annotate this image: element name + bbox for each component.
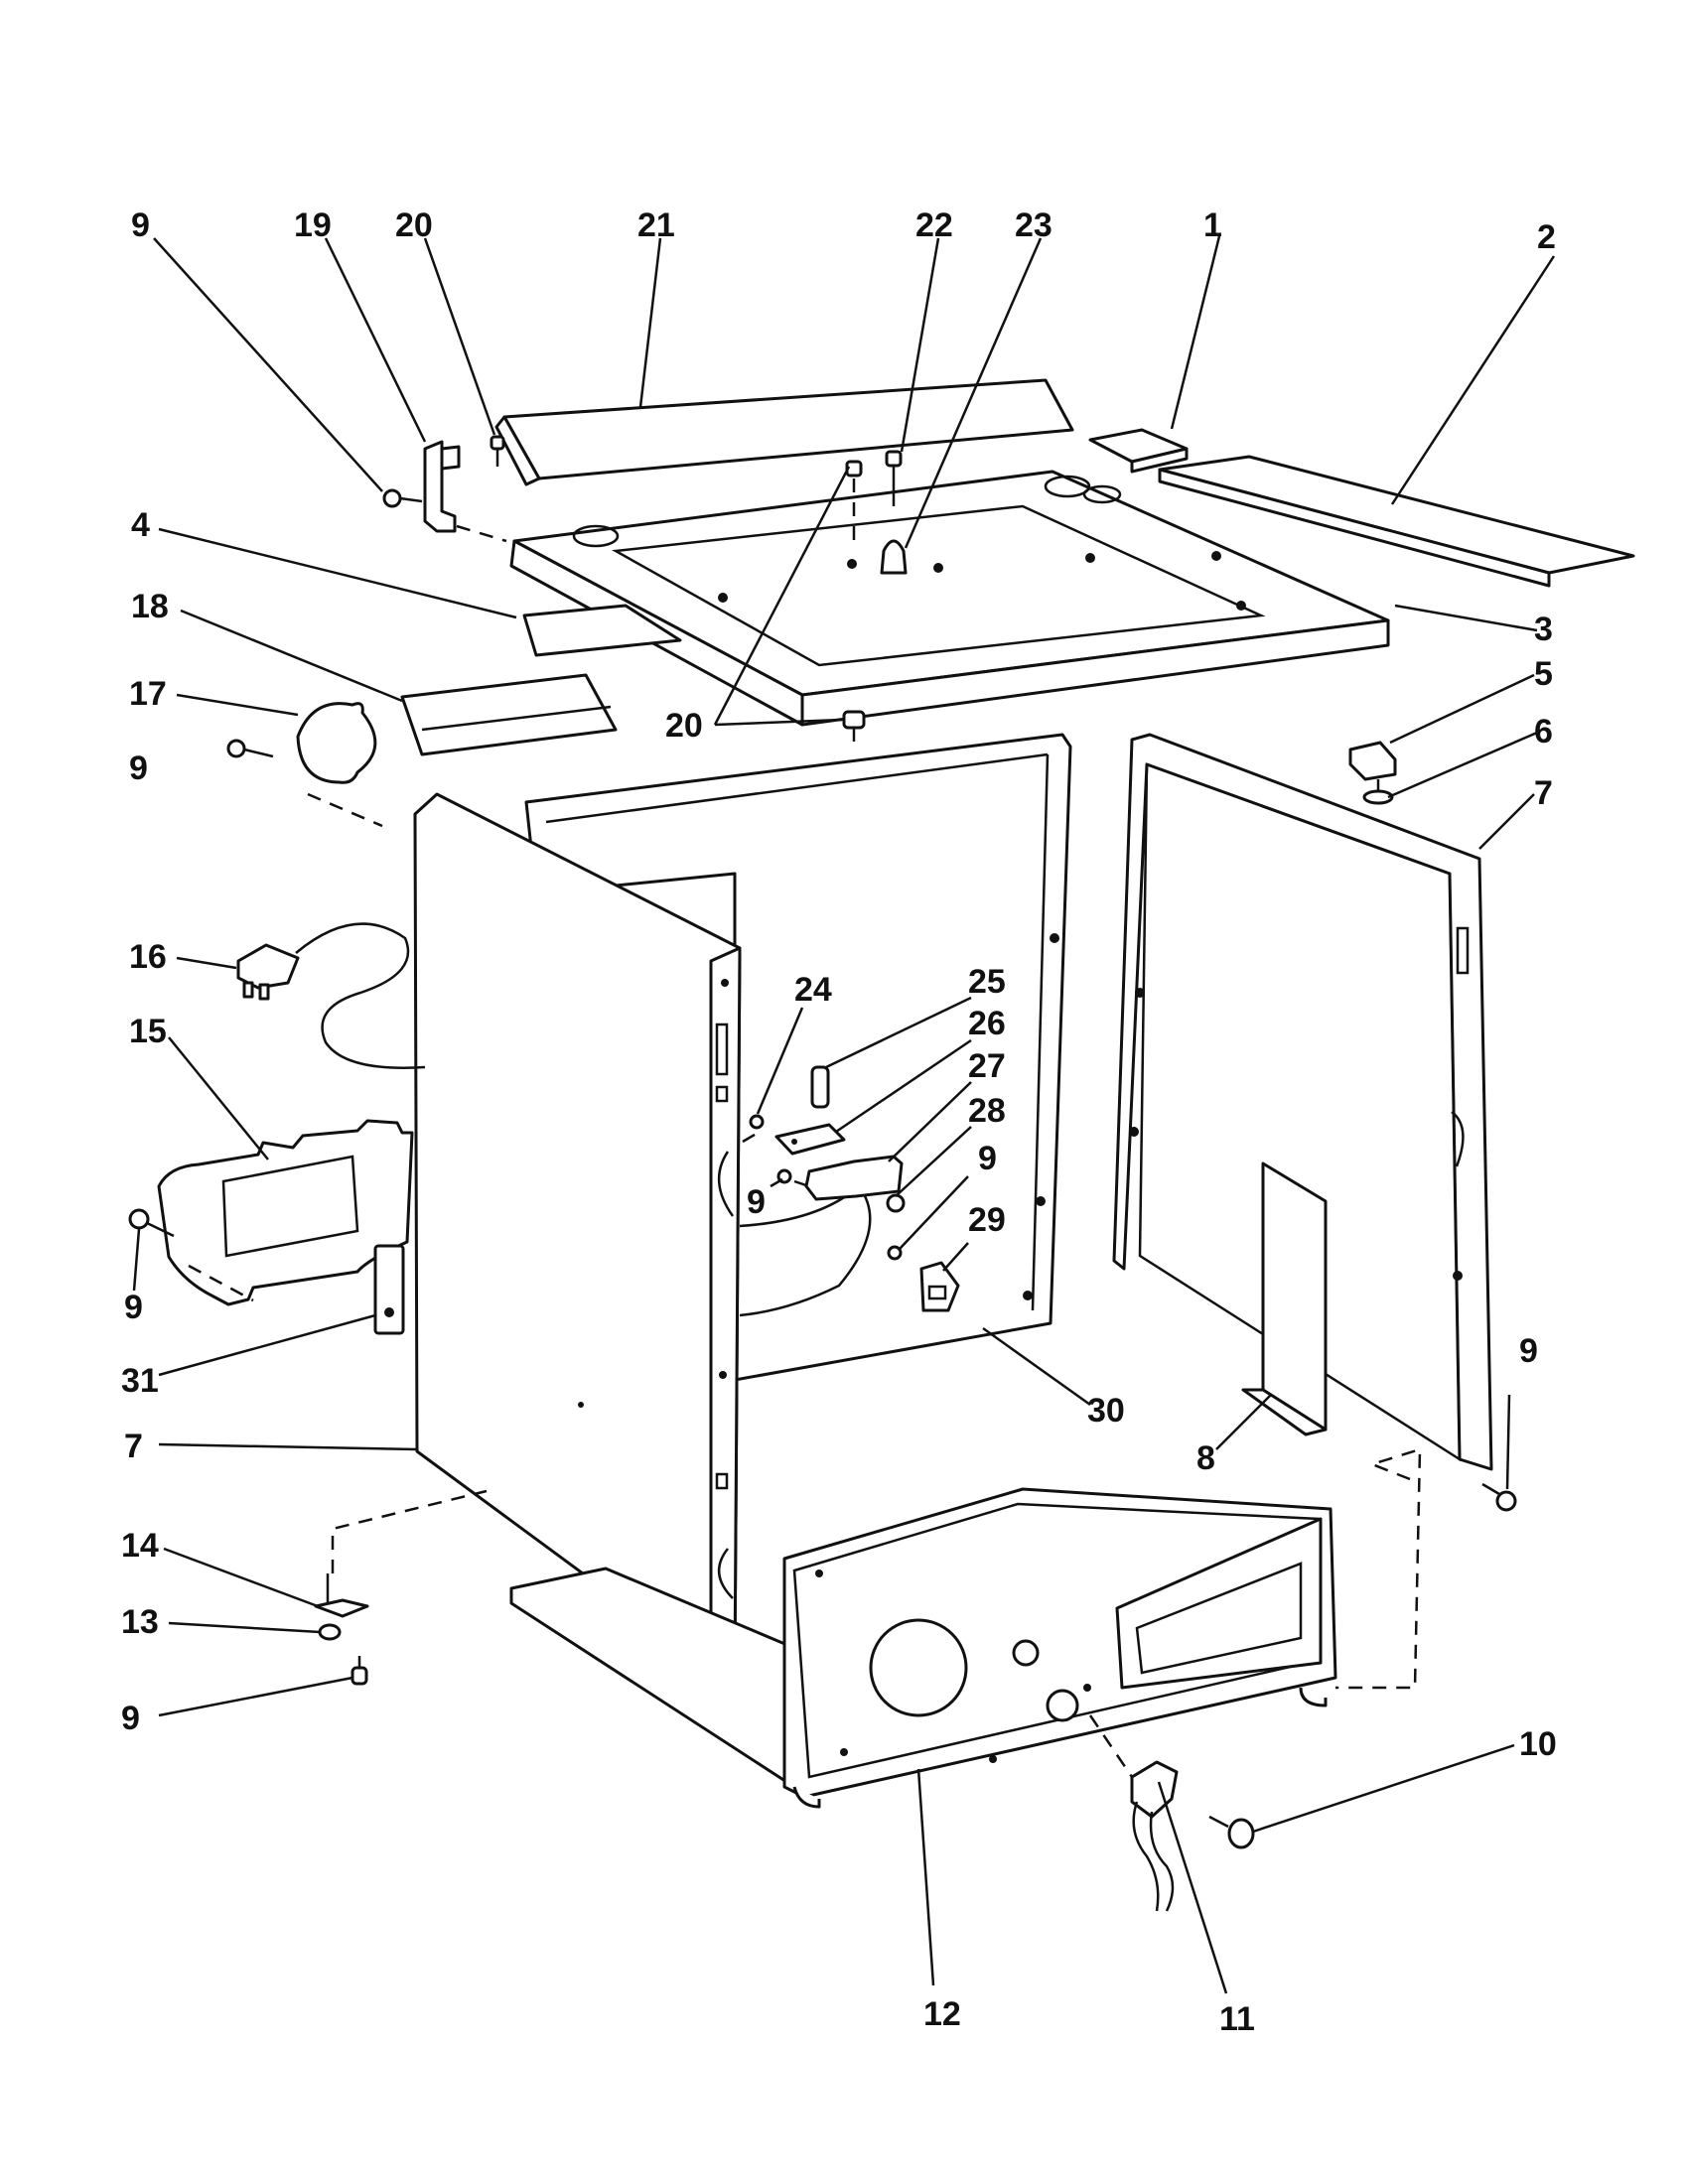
part-19-hinge-bracket — [423, 440, 461, 533]
callout-5: 5 — [1534, 655, 1553, 693]
part-9-screw-panel — [128, 1208, 175, 1238]
part-9-screw-foot — [351, 1656, 368, 1686]
callout-10: 10 — [1519, 1725, 1557, 1763]
callout-28: 28 — [968, 1092, 1006, 1130]
part-13-washer — [318, 1623, 342, 1641]
callout-9: 9 — [124, 1289, 143, 1326]
callout-9: 9 — [129, 750, 148, 787]
part-9-screw-top-left — [382, 488, 423, 508]
part-10-screw — [1208, 1815, 1255, 1849]
callout-9: 9 — [978, 1140, 997, 1177]
part-26-bracket — [774, 1123, 846, 1156]
callout-2: 2 — [1537, 218, 1556, 256]
callout-25: 25 — [968, 963, 1006, 1001]
callout-numbers: 9 19 20 21 22 23 1 2 4 3 18 17 9 20 5 6 … — [121, 206, 1557, 2038]
callout-8: 8 — [1196, 1439, 1215, 1477]
part-16-power-cord — [236, 922, 426, 1069]
part-25-pin — [810, 1065, 830, 1109]
callout-15: 15 — [129, 1013, 167, 1050]
part-18-angle-bracket — [400, 673, 618, 756]
callout-24: 24 — [794, 971, 832, 1009]
callout-21: 21 — [637, 206, 675, 244]
callout-12: 12 — [923, 1995, 961, 2033]
part-27-hinge-plate — [804, 1155, 904, 1201]
part-2-channel — [1158, 455, 1635, 588]
callout-1: 1 — [1203, 206, 1222, 244]
part-3-top-cover — [509, 470, 1390, 727]
callout-20: 20 — [665, 707, 703, 745]
callout-7: 7 — [1534, 774, 1553, 812]
part-28-washer — [886, 1193, 906, 1213]
callout-6: 6 — [1534, 713, 1553, 751]
callout-29: 29 — [968, 1201, 1006, 1239]
part-17-round-cover — [296, 702, 377, 784]
callout-31: 31 — [121, 1362, 159, 1400]
callout-9: 9 — [131, 206, 150, 244]
part-29-block — [919, 1261, 960, 1312]
part-22-screw — [885, 450, 903, 506]
callout-20: 20 — [395, 206, 433, 244]
callout-4: 4 — [131, 506, 150, 544]
callout-14: 14 — [121, 1527, 159, 1565]
part-5-clip — [1348, 741, 1397, 781]
callout-30: 30 — [1087, 1392, 1125, 1430]
part-31-latch — [373, 1244, 405, 1335]
callout-22: 22 — [915, 206, 953, 244]
callout-9: 9 — [1519, 1332, 1538, 1370]
callout-19: 19 — [294, 206, 332, 244]
callout-13: 13 — [121, 1603, 159, 1641]
part-21-rear-panel — [494, 378, 1074, 486]
part-15-access-panel — [157, 1119, 414, 1306]
callout-17: 17 — [129, 675, 167, 713]
callout-18: 18 — [131, 588, 169, 625]
part-6-washer — [1362, 779, 1394, 805]
leader-lines — [132, 235, 1556, 1994]
part-7-right-side-panel — [1112, 733, 1493, 1471]
callout-16: 16 — [129, 938, 167, 976]
part-24-nut — [749, 1114, 765, 1130]
part-9-screw-right — [1481, 1482, 1517, 1512]
callout-7: 7 — [124, 1428, 143, 1465]
callout-23: 23 — [1015, 206, 1052, 244]
part-14-foot-bracket — [314, 1573, 369, 1618]
callout-3: 3 — [1534, 611, 1553, 648]
callout-9: 9 — [121, 1700, 140, 1737]
part-9-screw-mid — [887, 1245, 903, 1261]
part-4-plate — [522, 604, 682, 657]
callout-9: 9 — [747, 1183, 766, 1221]
part-23-knob — [880, 539, 908, 575]
part-9-screw-cover — [226, 739, 274, 758]
part-11-wire-harness — [1130, 1760, 1179, 1912]
part-20-nut — [842, 710, 866, 745]
part-8-baffle — [1241, 1161, 1328, 1436]
part-12-base-frame — [509, 1487, 1337, 1809]
part-20-screw-left — [490, 435, 505, 467]
part-7-left-side-panel — [413, 792, 742, 1675]
part-1-bracket — [1088, 428, 1189, 474]
callout-27: 27 — [968, 1047, 1006, 1085]
callout-26: 26 — [968, 1005, 1006, 1042]
callout-11: 11 — [1219, 2000, 1255, 2038]
